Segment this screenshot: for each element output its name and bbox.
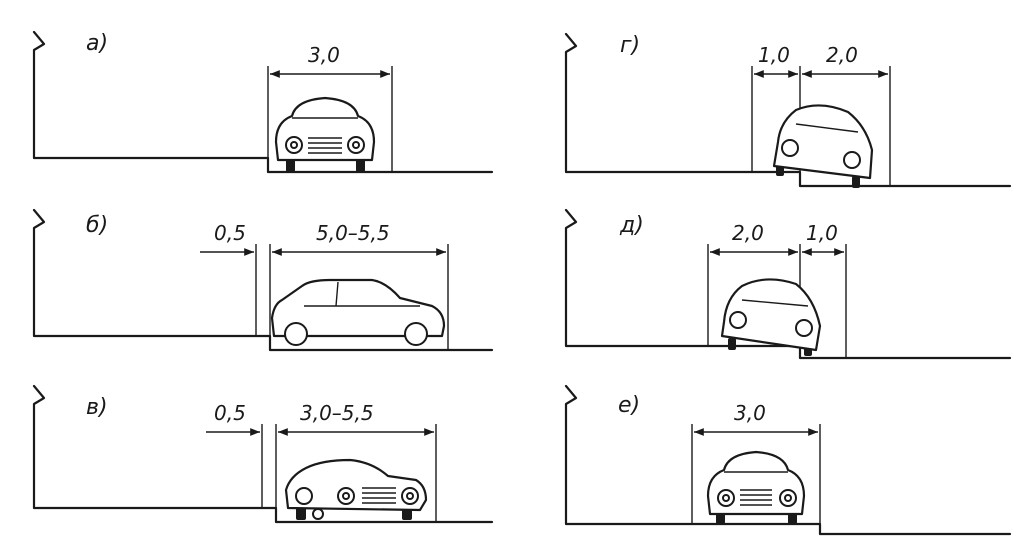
car-tilted-view — [772, 104, 874, 188]
dimension-label: 2,0 — [826, 43, 858, 67]
panel-a: а) 3,0 — [32, 30, 494, 174]
building-outline — [32, 384, 494, 524]
panel-v: в) 0,5 3,0–5,5 — [32, 384, 494, 524]
car-angled-view — [284, 458, 428, 520]
dimension-label: 3,0 — [734, 401, 766, 425]
dimension-label: 5,0–5,5 — [316, 221, 390, 245]
panel-label: е) — [618, 393, 640, 418]
panel-g: г) 1,0 2,0 — [564, 32, 1012, 188]
panel-label: б) — [86, 213, 108, 238]
panel-e: е) 3,0 — [564, 384, 1012, 536]
car-tilted-view — [720, 278, 822, 356]
dimension-label: 0,5 — [214, 221, 246, 245]
panel-d: д) 2,0 1,0 — [564, 208, 1012, 360]
building-outline — [564, 32, 1012, 188]
building-outline — [564, 208, 1012, 360]
dimension-label: 3,0–5,5 — [300, 401, 374, 425]
car-front-view — [706, 450, 806, 524]
panel-label: а) — [86, 31, 108, 56]
panel-label: г) — [620, 33, 640, 58]
car-front-view — [274, 96, 376, 172]
building-outline — [564, 384, 1012, 536]
dimension-label: 1,0 — [758, 43, 790, 67]
panel-b: б) 0,5 5,0–5,5 — [32, 208, 494, 352]
dimension-label: 3,0 — [308, 43, 340, 67]
dimension-label: 2,0 — [732, 221, 764, 245]
car-side-view — [270, 278, 446, 346]
panel-label: в) — [86, 395, 108, 420]
building-outline — [32, 208, 494, 352]
dimension-label: 1,0 — [806, 221, 838, 245]
dimension-label: 0,5 — [214, 401, 246, 425]
building-outline — [32, 30, 494, 174]
panel-label: д) — [619, 213, 644, 238]
